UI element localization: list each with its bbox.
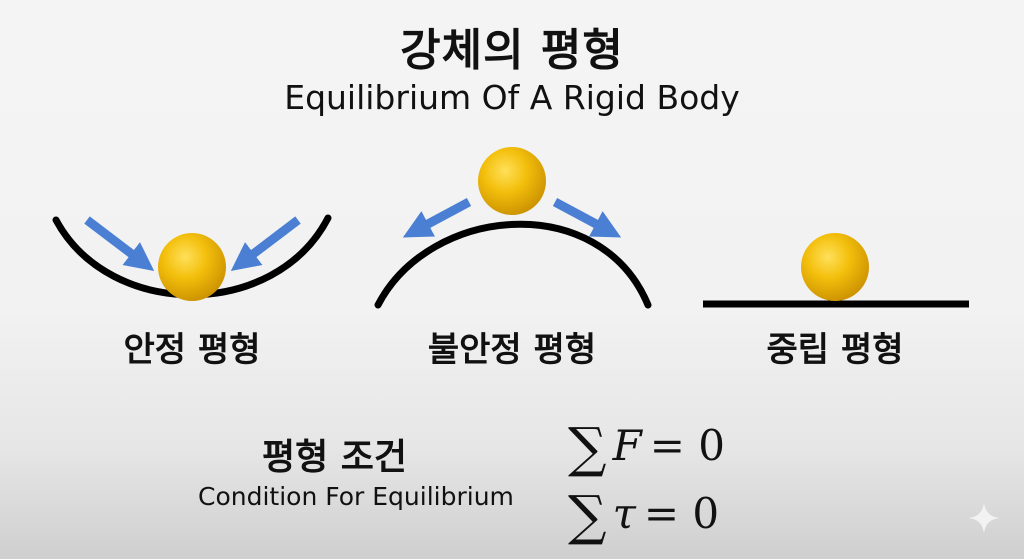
sparkle-icon bbox=[968, 502, 1000, 534]
page-subtitle: Equilibrium Of A Rigid Body bbox=[284, 78, 740, 117]
equation-rhs: = 0 bbox=[649, 421, 725, 470]
torque-equation: ∑τ= 0 bbox=[568, 484, 719, 547]
sigma-symbol: ∑ bbox=[568, 416, 607, 479]
arrow-icon bbox=[230, 216, 301, 271]
ball-icon bbox=[478, 147, 546, 215]
equation-variable: F bbox=[612, 421, 642, 470]
stable-equilibrium-label: 안정 평형 bbox=[123, 330, 261, 370]
arrow-icon bbox=[552, 198, 622, 238]
equation-rhs: = 0 bbox=[643, 489, 720, 538]
neutral-equilibrium-figure bbox=[703, 233, 969, 308]
neutral-equilibrium-label: 중립 평형 bbox=[766, 330, 904, 370]
hill-surface bbox=[374, 220, 652, 309]
force-equation: ∑F= 0 bbox=[568, 416, 725, 479]
unstable-equilibrium-label: 불안정 평형 bbox=[427, 330, 597, 370]
ball-icon bbox=[158, 233, 226, 301]
ball-icon bbox=[801, 233, 869, 301]
arrow-icon bbox=[84, 216, 155, 271]
page-title: 강체의 평형 bbox=[400, 25, 624, 76]
equation-variable: τ bbox=[612, 489, 636, 538]
condition-subtitle: Condition For Equilibrium bbox=[198, 482, 514, 511]
stable-equilibrium-figure bbox=[52, 214, 332, 301]
unstable-equilibrium-figure bbox=[374, 147, 652, 309]
condition-title: 평형 조건 bbox=[262, 437, 408, 478]
sigma-symbol: ∑ bbox=[568, 484, 607, 547]
arrow-icon bbox=[402, 198, 472, 238]
